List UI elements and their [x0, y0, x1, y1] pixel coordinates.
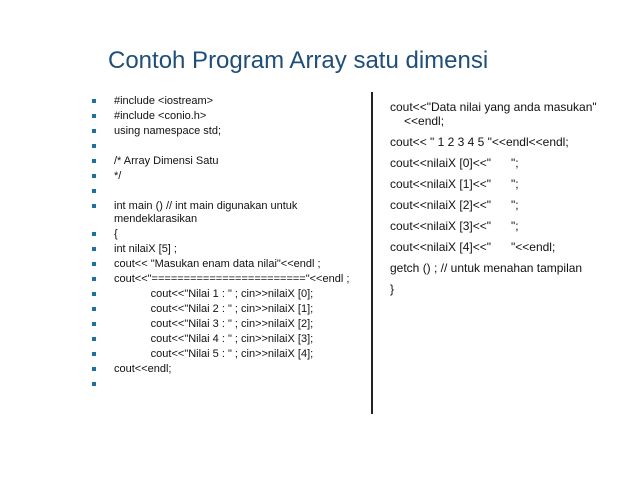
square-bullet-icon — [92, 159, 96, 163]
code-line: { — [90, 228, 375, 243]
code-left-column: #include <iostream> #include <conio.h> usi… — [90, 95, 375, 393]
code-line: using namespace std; — [90, 125, 375, 140]
code-line-continuation: <<endl; — [404, 114, 445, 128]
code-line: cout<<"Data nilai yang anda masukan"<<en… — [390, 100, 630, 128]
code-line: cout<<"Nilai 4 : " ; cin>>nilaiX [3]; — [90, 333, 375, 348]
code-line-text: cout<<"Nilai 5 : " ; cin>>nilaiX [4]; — [114, 348, 314, 360]
code-line: cout<<nilaiX [2]<<" "; — [390, 198, 630, 212]
code-line — [90, 378, 375, 393]
square-bullet-icon — [92, 247, 96, 251]
code-line-text: cout<<"Data nilai yang anda masukan" — [390, 100, 597, 114]
square-bullet-icon — [92, 204, 96, 208]
square-bullet-icon — [92, 129, 96, 133]
code-line: #include <iostream> — [90, 95, 375, 110]
code-line: cout<<"Nilai 1 : " ; cin>>nilaiX [0]; — [90, 288, 375, 303]
code-line-text: getch () ; // untuk menahan tampilan — [390, 261, 583, 275]
code-line: } — [390, 282, 630, 296]
code-line: cout<<nilaiX [0]<<" "; — [390, 156, 630, 170]
square-bullet-icon — [92, 307, 96, 311]
code-line-text: /* Array Dimensi Satu — [114, 155, 219, 167]
square-bullet-icon — [92, 277, 96, 281]
square-bullet-icon — [92, 174, 96, 178]
code-line: getch () ; // untuk menahan tampilan — [390, 261, 630, 275]
code-line-text: cout<<"Nilai 2 : " ; cin>>nilaiX [1]; — [114, 303, 314, 315]
slide-title: Contoh Program Array satu dimensi — [108, 47, 489, 74]
square-bullet-icon — [92, 292, 96, 296]
code-line-text: int nilaiX [5] ; — [114, 243, 177, 255]
code-line: int main () // int main digunakan untuk … — [90, 200, 375, 228]
code-right-column: cout<<"Data nilai yang anda masukan"<<en… — [390, 100, 630, 303]
square-bullet-icon — [92, 322, 96, 326]
code-line-text: cout<<nilaiX [1]<<" "; — [390, 177, 519, 191]
code-line-text: #include <conio.h> — [114, 110, 207, 122]
code-line-text: cout<<nilaiX [2]<<" "; — [390, 198, 519, 212]
square-bullet-icon — [92, 232, 96, 236]
code-line-text: } — [390, 282, 395, 296]
code-line: cout<<"Nilai 2 : " ; cin>>nilaiX [1]; — [90, 303, 375, 318]
code-line: */ — [90, 170, 375, 185]
code-line-text: cout<<"Nilai 1 : " ; cin>>nilaiX [0]; — [114, 288, 314, 300]
code-line: cout<<endl; — [90, 363, 375, 378]
code-line: cout<<nilaiX [4]<<" "<<endl; — [390, 240, 630, 254]
code-line: cout<<nilaiX [1]<<" "; — [390, 177, 630, 191]
square-bullet-icon — [92, 352, 96, 356]
code-line: int nilaiX [5] ; — [90, 243, 375, 258]
code-line-text: cout<<nilaiX [0]<<" "; — [390, 156, 519, 170]
code-line-text: cout<<nilaiX [3]<<" "; — [390, 219, 519, 233]
code-line-text: int main () // int main digunakan untuk … — [114, 200, 298, 225]
code-line: cout<< "Masukan enam data nilai"<<endl ; — [90, 258, 375, 273]
code-line: /* Array Dimensi Satu — [90, 155, 375, 170]
code-line: cout<<"Nilai 5 : " ; cin>>nilaiX [4]; — [90, 348, 375, 363]
code-line: cout<<"========================"<<endl ; — [90, 273, 375, 288]
code-line-text: cout<<"Nilai 3 : " ; cin>>nilaiX [2]; — [114, 318, 314, 330]
square-bullet-icon — [92, 99, 96, 103]
square-bullet-icon — [92, 189, 96, 193]
code-line — [90, 185, 375, 200]
square-bullet-icon — [92, 367, 96, 371]
code-line-text: cout<<"Nilai 4 : " ; cin>>nilaiX [3]; — [114, 333, 314, 345]
code-line: cout<<nilaiX [3]<<" "; — [390, 219, 630, 233]
code-line-text: { — [114, 228, 118, 240]
code-line-text: using namespace std; — [114, 125, 222, 137]
code-line-text: cout<<endl; — [114, 363, 172, 375]
code-line-text: cout<< " 1 2 3 4 5 "<<endl<<endl; — [390, 135, 569, 149]
code-line-text: #include <iostream> — [114, 95, 214, 107]
code-line-text: */ — [114, 170, 122, 182]
code-line-text: cout<<"========================"<<endl ; — [114, 273, 350, 285]
square-bullet-icon — [92, 337, 96, 341]
code-line: #include <conio.h> — [90, 110, 375, 125]
code-line-text: cout<< "Masukan enam data nilai"<<endl ; — [114, 258, 321, 270]
square-bullet-icon — [92, 144, 96, 148]
code-line: cout<<"Nilai 3 : " ; cin>>nilaiX [2]; — [90, 318, 375, 333]
code-line — [90, 140, 375, 155]
square-bullet-icon — [92, 114, 96, 118]
square-bullet-icon — [92, 382, 96, 386]
column-divider — [371, 92, 373, 414]
code-line: cout<< " 1 2 3 4 5 "<<endl<<endl; — [390, 135, 630, 149]
square-bullet-icon — [92, 262, 96, 266]
code-line-text: cout<<nilaiX [4]<<" "<<endl; — [390, 240, 556, 254]
